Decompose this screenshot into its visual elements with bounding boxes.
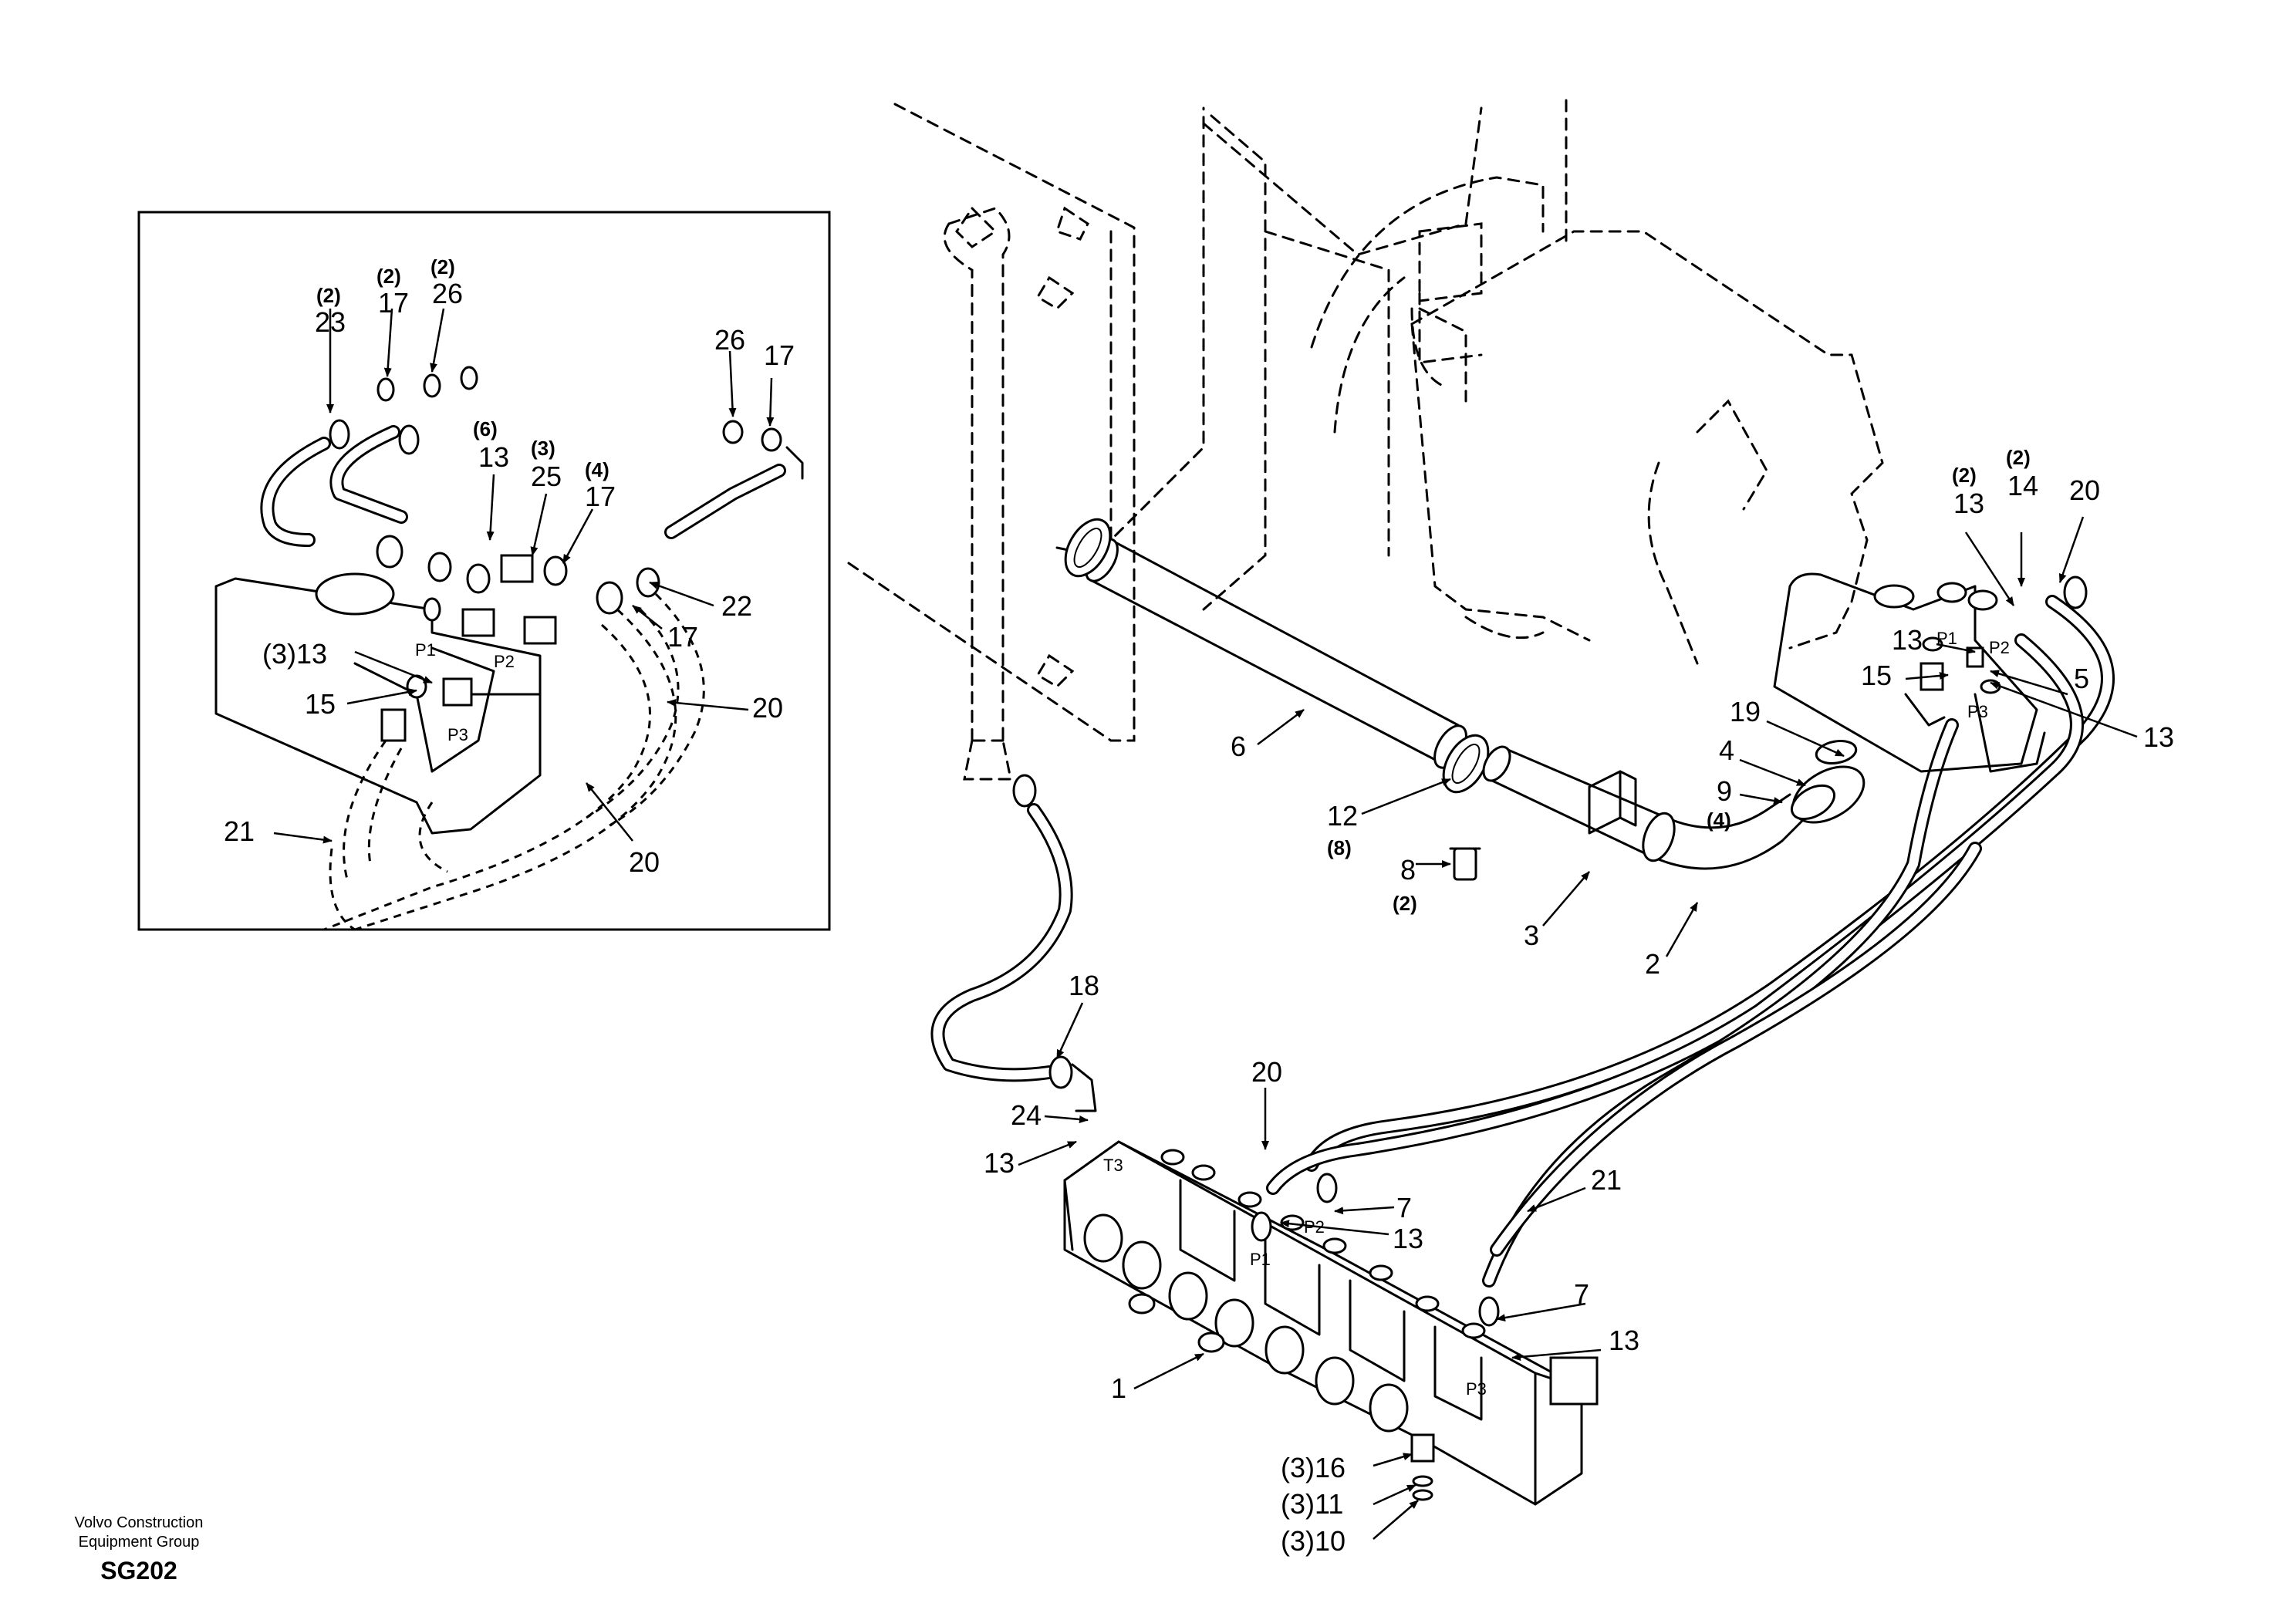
hose-18	[930, 774, 1097, 1112]
bracket-8	[1449, 770, 1637, 881]
port-label: P1	[1250, 1250, 1271, 1269]
port-label: P3	[1466, 1379, 1487, 1399]
callout-5: 5	[2074, 663, 2089, 694]
callout-qty: (2)	[430, 255, 455, 278]
hose-3-and-2	[1482, 745, 1815, 870]
port-label: P3	[447, 725, 468, 744]
callout-7: 7	[1396, 1192, 1412, 1223]
callout-17: 17	[667, 621, 698, 653]
callout-14: 14	[2007, 470, 2038, 501]
callout-13: 13	[984, 1147, 1015, 1179]
callout-13: 13	[1953, 488, 1984, 519]
callout-12: 12	[1327, 800, 1358, 832]
right-pump-block	[1773, 572, 2088, 773]
port-label: P2	[1304, 1217, 1325, 1237]
callout-10: (3)10	[1281, 1525, 1346, 1557]
drawing-code: SG202	[100, 1557, 177, 1585]
callout-24: 24	[1011, 1099, 1042, 1131]
callout-13: 13	[1892, 624, 1923, 656]
port-label: P3	[1967, 702, 1988, 721]
callout-qty: (6)	[473, 417, 498, 440]
callout-20: 20	[1251, 1056, 1282, 1088]
callout-qty: (2)	[1952, 464, 1977, 487]
callout-17: 17	[378, 287, 409, 319]
callout-qty: (4)	[585, 458, 609, 481]
callout-6: 6	[1231, 731, 1246, 762]
callout-qty: (2)	[316, 284, 341, 307]
callout-21: 21	[1591, 1164, 1622, 1196]
callout-2: 2	[1645, 948, 1660, 980]
port-label: P1	[1936, 629, 1957, 648]
callout-20: 20	[629, 846, 660, 878]
hose-clamps	[1064, 518, 1490, 794]
control-valve-1	[1063, 1140, 1599, 1506]
port-label: T3	[1103, 1156, 1123, 1175]
port-label: P2	[1989, 638, 2010, 657]
inset-detail	[137, 211, 831, 931]
engine-frame-outline	[847, 99, 1884, 742]
callout-13: (3)13	[262, 638, 327, 670]
company-line-1: Volvo Construction	[74, 1514, 204, 1531]
port-label: P1	[415, 640, 436, 660]
callout-22: 22	[721, 590, 752, 622]
callout-26: 26	[714, 324, 745, 356]
callout-qty: (2)	[376, 265, 401, 288]
port-label: P2	[494, 652, 515, 671]
callout-7: 7	[1574, 1278, 1589, 1310]
callout-25: 25	[531, 461, 562, 492]
callout-1: 1	[1111, 1372, 1126, 1404]
leader-arrows	[273, 308, 2138, 1540]
vertical-suction-pipe	[943, 207, 1012, 781]
callout-9: 9	[1717, 775, 1732, 807]
callout-qty: (8)	[1327, 836, 1352, 859]
callout-15: 15	[1861, 660, 1892, 691]
callout-11: (3)11	[1281, 1488, 1343, 1520]
callout-3: 3	[1524, 920, 1539, 951]
callout-qty: (3)	[531, 437, 555, 460]
callout-13: 13	[1393, 1223, 1423, 1254]
main-pipe-6	[1085, 538, 1467, 769]
callout-23: 23	[315, 306, 346, 338]
callout-21: 21	[224, 815, 255, 847]
callout-19: 19	[1730, 696, 1761, 727]
callout-qty: (2)	[2006, 446, 2031, 469]
callout-26: 26	[432, 278, 463, 309]
company-name: Volvo Construction Equipment Group	[46, 1514, 231, 1552]
callout-20: 20	[2069, 474, 2100, 506]
inset-callouts: (2) 23 (2) 17 (2) 26 26 17 (6) 13 (3) 25…	[224, 255, 795, 878]
company-line-2: Equipment Group	[78, 1534, 200, 1551]
callout-qty: (2)	[1393, 892, 1417, 915]
callout-qty: (4)	[1707, 808, 1731, 832]
flange-4	[1791, 739, 1866, 824]
callout-20: 20	[752, 692, 783, 724]
hoses-20-21-long	[1266, 595, 2115, 1288]
callout-17: 17	[585, 481, 616, 512]
callout-4: 4	[1719, 734, 1734, 766]
callout-15: 15	[305, 688, 336, 720]
callout-17: 17	[764, 339, 795, 371]
callout-16: (3)16	[1281, 1452, 1346, 1483]
callout-8: 8	[1400, 854, 1416, 886]
main-callouts: (2) 13 (2) 14 20 13 15 5 13 19 4 9 (4) 6…	[984, 446, 2174, 1557]
callout-18: 18	[1069, 970, 1099, 1001]
callout-13: 13	[2143, 721, 2174, 753]
callout-13: 13	[1609, 1325, 1639, 1356]
callout-13: 13	[478, 441, 509, 473]
